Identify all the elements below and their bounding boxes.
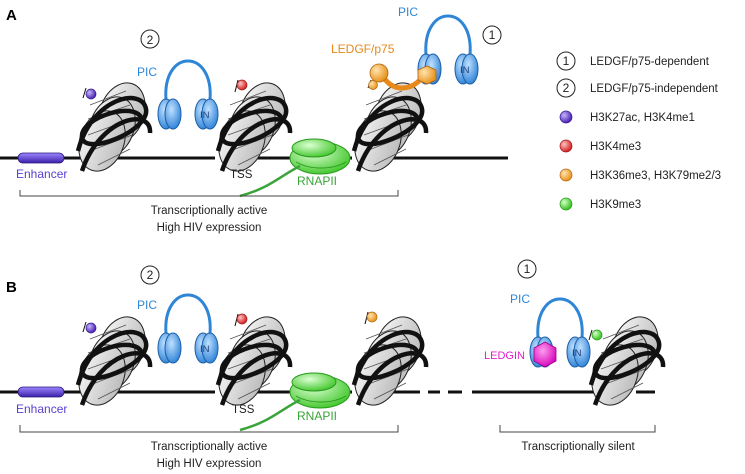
active-label-a-line2: High HIV expression	[157, 222, 262, 234]
pic-label-a1: PIC	[398, 5, 418, 19]
in-label-a1: IN	[460, 65, 470, 76]
nucleosome-b4	[584, 310, 667, 411]
mark-h3k36me3-b	[364, 311, 378, 325]
pic-label-b2: PIC	[137, 298, 157, 312]
pathway-2-circle-a	[140, 29, 160, 49]
in-label-b1: IN	[572, 348, 582, 359]
pathway-1-marker-a: 1	[489, 28, 496, 42]
rnapii-a	[289, 138, 351, 175]
panel-b-letter: B	[6, 279, 17, 296]
nucleosome-b1	[71, 310, 154, 411]
mark-h3k9me3-b	[588, 329, 603, 341]
bracket-active-a	[19, 190, 399, 197]
pathway-2-circle-b	[140, 265, 160, 285]
ledgf-protein-a	[367, 63, 437, 91]
mark-h3k27ac-a	[82, 87, 97, 100]
ledgin-label: LEDGIN	[484, 350, 525, 362]
pathway-1-circle-a	[482, 25, 502, 45]
ledgf-label-a: LEDGF/p75	[331, 42, 395, 56]
enhancer-label-a: Enhancer	[16, 167, 67, 181]
in-label-b2: IN	[200, 344, 210, 355]
bracket-silent-b	[499, 425, 656, 433]
nucleosome-a1	[71, 76, 154, 177]
legend-swatch-green	[559, 197, 573, 211]
legend: 1 LEDGF/p75-dependent 2 LEDGF/p75-indepe…	[556, 51, 721, 211]
legend-label-4: H3K4me3	[590, 141, 641, 153]
tss-label-b: TSS	[232, 404, 255, 416]
legend-swatch-purple	[559, 110, 573, 124]
pathway-2-marker-a: 2	[147, 33, 154, 47]
rna-transcript-a	[239, 164, 301, 198]
rnapii-label-a: RNAPII	[297, 174, 337, 188]
nucleosome-b3	[347, 310, 430, 411]
legend-label-6: H3K9me3	[590, 199, 641, 211]
ledgin-molecule	[533, 341, 557, 368]
nucleosome-a2	[211, 76, 294, 177]
legend-marker-1-text: 1	[563, 54, 570, 68]
rnapii-b	[289, 372, 351, 409]
enhancer-a	[17, 152, 65, 164]
tss-label-a: TSS	[230, 169, 253, 181]
pathway-1-marker-b: 1	[524, 262, 531, 276]
rna-transcript-b	[239, 398, 301, 432]
enhancer-b	[17, 386, 65, 398]
silent-label-b: Transcriptionally silent	[521, 441, 635, 453]
mark-h3k4me3-b	[234, 313, 248, 327]
legend-label-3: H3K27ac, H3K4me1	[590, 112, 695, 124]
legend-swatch-red	[559, 139, 573, 153]
active-label-a-line1: Transcriptionally active	[151, 205, 268, 217]
legend-swatch-orange	[559, 168, 573, 182]
legend-label-1: LEDGF/p75-dependent	[590, 56, 710, 68]
bracket-active-b	[19, 425, 399, 433]
in-label-a2: IN	[200, 110, 210, 121]
nucleosome-a3	[347, 76, 430, 177]
mark-h3k27ac-b	[82, 321, 97, 334]
legend-marker-2	[556, 78, 576, 98]
legend-marker-1	[556, 51, 576, 71]
active-label-b-line2: High HIV expression	[157, 458, 262, 470]
rnapii-label-b: RNAPII	[297, 409, 337, 423]
legend-label-5: H3K36me3, H3K79me2/3	[590, 170, 721, 182]
active-label-b-line1: Transcriptionally active	[151, 441, 268, 453]
pathway-2-marker-b: 2	[147, 268, 154, 282]
legend-marker-2-text: 2	[563, 81, 570, 95]
pathway-1-circle-b	[517, 259, 537, 279]
mark-h3k4me3-a	[234, 79, 248, 93]
legend-label-2: LEDGF/p75-independent	[590, 83, 719, 95]
pic-label-b1: PIC	[510, 292, 530, 306]
pic-label-a2: PIC	[137, 65, 157, 79]
panel-a-letter: A	[6, 7, 17, 24]
nucleosome-b2	[211, 310, 294, 411]
enhancer-label-b: Enhancer	[16, 402, 67, 416]
